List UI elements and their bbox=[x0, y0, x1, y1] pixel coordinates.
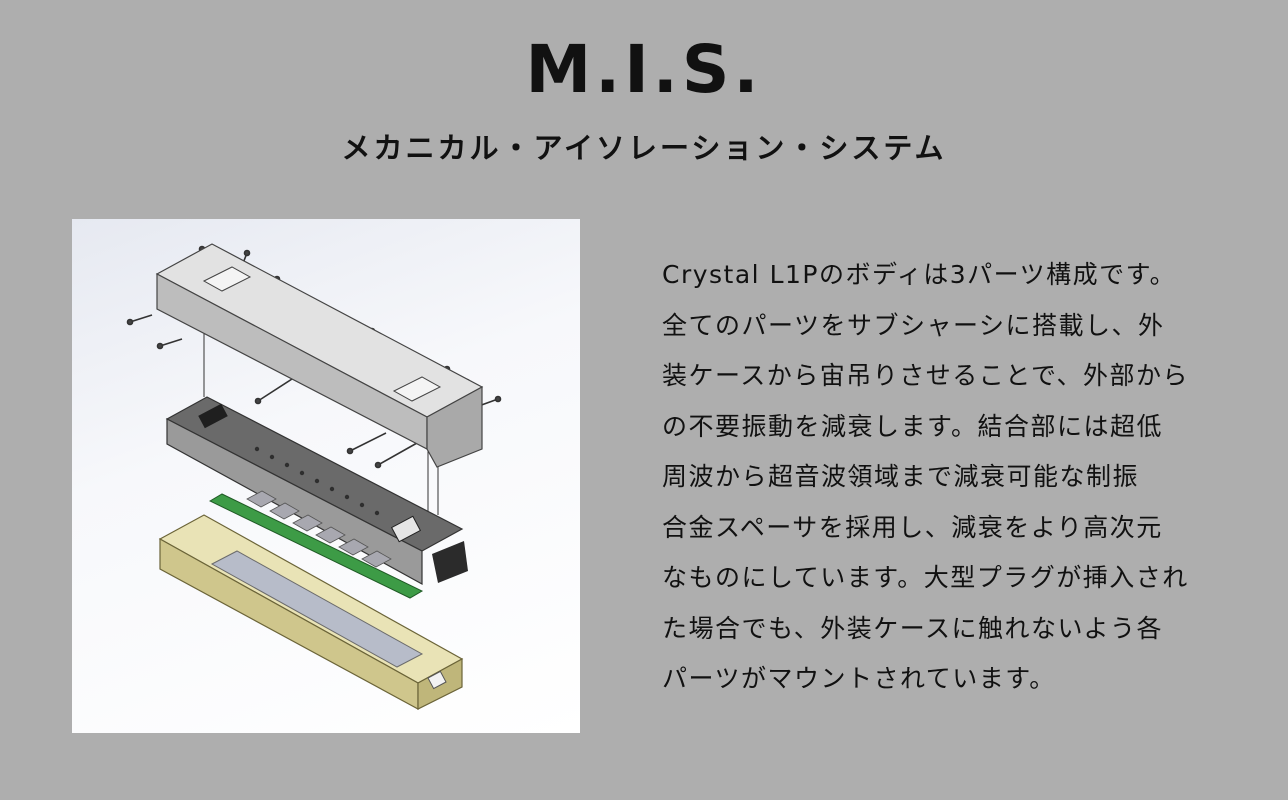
pcb-board-part bbox=[208, 490, 424, 599]
page-subtitle: メカニカル・アイソレーション・システム bbox=[341, 131, 947, 165]
top-cover-part bbox=[155, 243, 484, 468]
description-line: Crystal L1Pのボディは3パーツ構成です。 bbox=[662, 260, 1177, 289]
description-line: た場合でも、外装ケースに触れないよう各 bbox=[662, 613, 1164, 643]
outer-frame-part bbox=[158, 514, 464, 711]
page-title: M.I.S. bbox=[525, 31, 763, 108]
description-line: なものにしています。大型プラグが挿入され bbox=[662, 563, 1189, 592]
description-paragraph: Crystal L1Pのボディは3パーツ構成です。 全てのパーツをサブシャーシに… bbox=[662, 250, 1222, 705]
description-line: 全てのパーツをサブシャーシに搭載し、外 bbox=[662, 310, 1165, 340]
description-line: 周波から超音波領域まで減衰可能な制振 bbox=[662, 462, 1140, 491]
description-line: の不要振動を減衰します。結合部には超低 bbox=[662, 411, 1164, 441]
description-line: 合金スペーサを採用し、減衰をより高次元 bbox=[662, 512, 1163, 542]
description-line: 装ケースから宙吊りさせることで、外部から bbox=[662, 361, 1190, 390]
exploded-assembly-illustration bbox=[72, 219, 580, 733]
description-line: パーツがマウントされています。 bbox=[662, 664, 1056, 693]
